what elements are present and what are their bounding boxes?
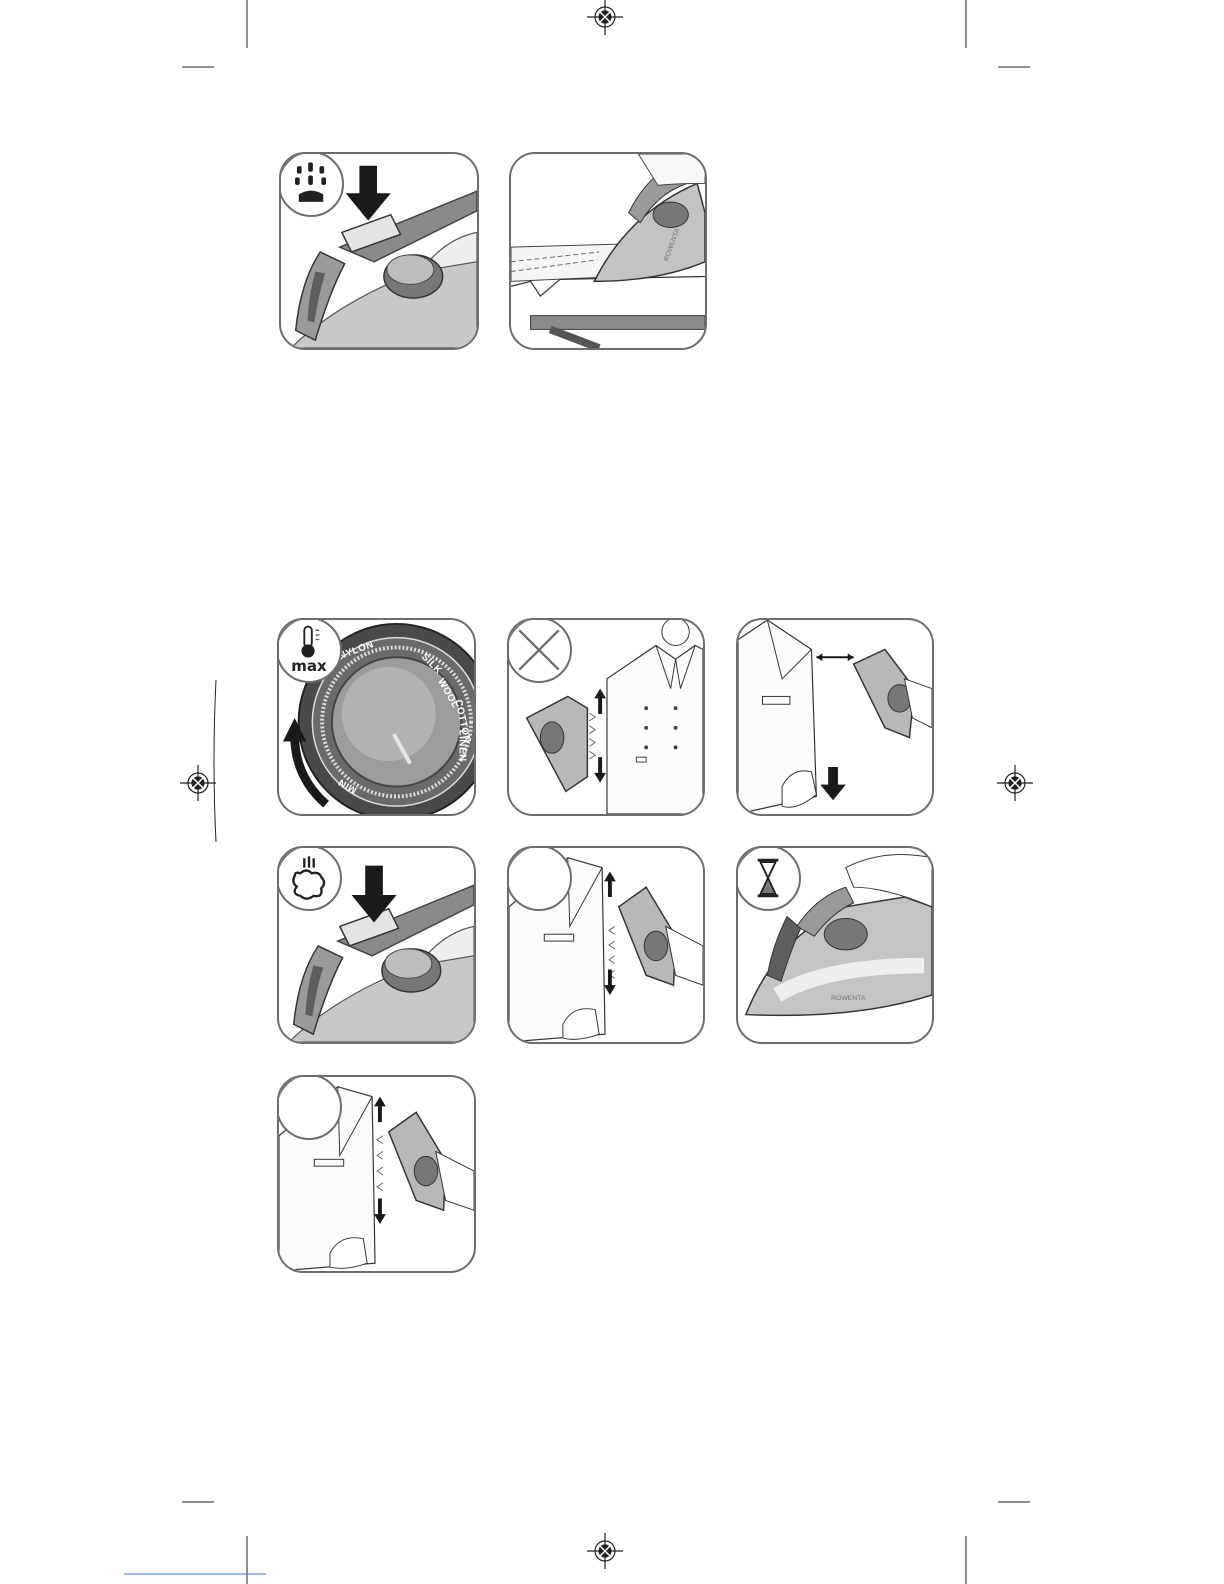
hourglass-icon: [737, 847, 799, 909]
press-arrow: [346, 166, 391, 221]
shot-of-steam-badge: [279, 152, 344, 217]
dial-label-linen: LINEN: [456, 730, 467, 762]
steam-burst-icon: [278, 847, 340, 909]
hourglass-badge: [736, 846, 801, 911]
shot-of-steam-icon: [280, 153, 342, 215]
registration-mark-left: [180, 765, 216, 801]
registration-mark-right: [997, 765, 1033, 801]
figure-shot-of-steam: [279, 152, 479, 350]
registration-mark-bottom: [587, 1533, 623, 1569]
figure-vertical-distance: [736, 618, 934, 816]
figure-wait-cooldown: ROWENTA: [736, 846, 934, 1044]
steam-burst-badge: [277, 846, 342, 911]
empty-badge: [507, 846, 572, 911]
thermometer-badge: max: [277, 618, 342, 683]
prohibited-badge: [507, 618, 572, 683]
figure-steam-burst: [277, 846, 476, 1044]
max-label: max: [278, 657, 340, 675]
figure-vertical-steam-jacket-2: [277, 1075, 476, 1273]
figure-vertical-steam-jacket: [507, 846, 705, 1044]
prohibited-x-icon: [508, 619, 570, 681]
figure-ironing-board: ROWENTA: [509, 152, 707, 350]
empty-badge: [277, 1075, 342, 1140]
figure-vertical-steam-forbidden: [507, 618, 705, 816]
svg-text:ROWENTA: ROWENTA: [831, 995, 866, 1002]
figure-temperature-max: NYLON SILK WOOL COTTON LINEN MIN max: [277, 618, 476, 816]
registration-mark-top: [587, 0, 623, 35]
